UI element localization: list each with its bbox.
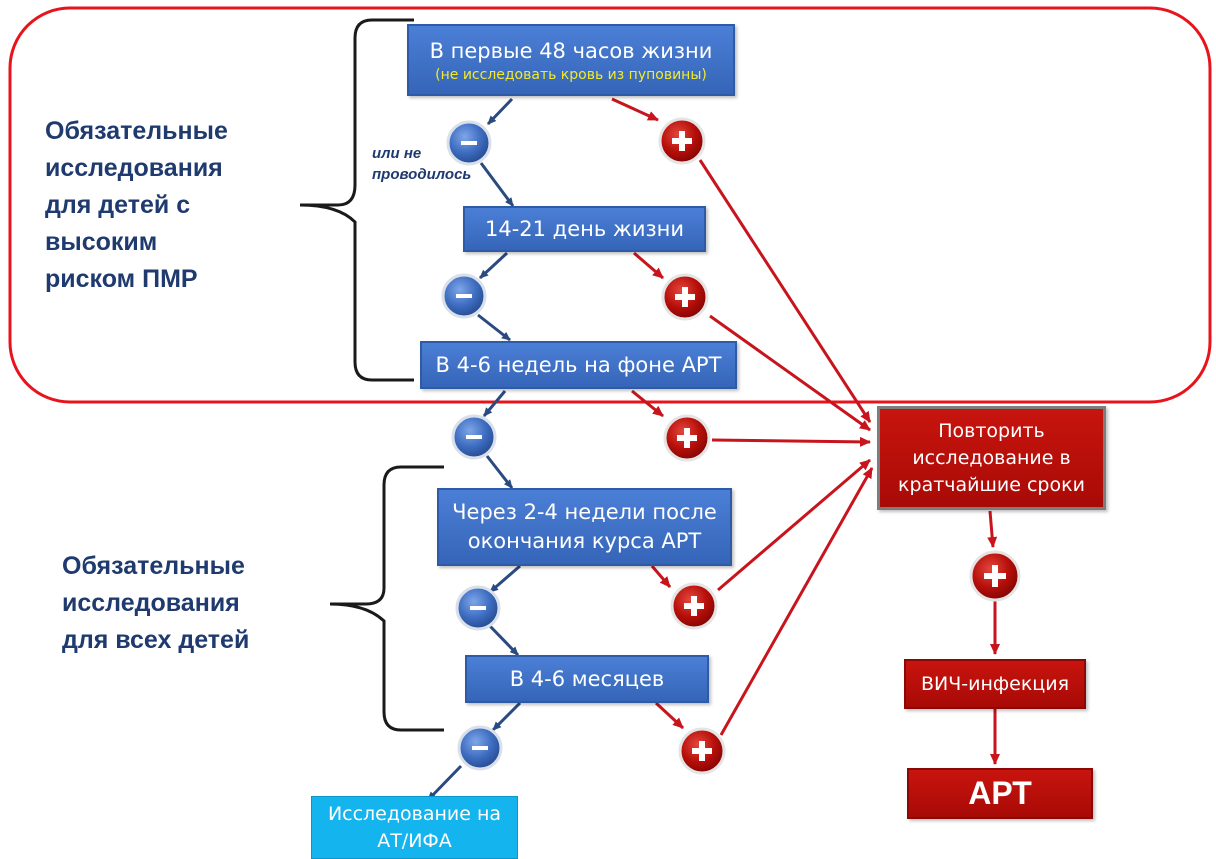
after-art-course-box: Через 2-4 недели после окончания курса А… (437, 488, 732, 566)
all-children-brace (329, 465, 444, 732)
minus-circle (451, 414, 497, 460)
hiv-infection-box: ВИЧ-инфекция (904, 659, 1086, 709)
all-children-label: Обязательные исследования для всех детей (62, 552, 250, 654)
antibody-test-box: Исследование на АТ/ИФА (311, 796, 518, 859)
weeks-4-6-box: В 4-6 недель на фоне АРТ (420, 341, 737, 389)
plus-circle (678, 727, 726, 775)
minus-circle (441, 273, 487, 319)
day-14-21-box: 14-21 день жизни (463, 206, 706, 252)
minus-circle (446, 120, 492, 166)
minus-circles (441, 120, 503, 771)
high-risk-label: Обязательные исследования для детей с вы… (45, 117, 228, 293)
not-performed-note: или не проводилось (372, 145, 472, 183)
minus-circle (455, 585, 501, 631)
months-4-6-box: В 4-6 месяцев (465, 655, 709, 703)
repeat-test-box: Повторить исследование в кратчайшие срок… (877, 406, 1106, 510)
minus-circle (457, 725, 503, 771)
art-box: АРТ (907, 768, 1093, 819)
first-48-hours-box: В первые 48 часов жизни (не исследовать … (407, 24, 735, 96)
negative-arrows (426, 97, 522, 802)
plus-circle (969, 550, 1021, 602)
first-48-hours-subtitle: (не исследовать кровь из пуповины) (435, 66, 707, 83)
positive-arrows (611, 97, 1000, 765)
plus-circle (663, 414, 711, 462)
plus-circle (661, 273, 709, 321)
high-risk-frame (8, 6, 1212, 404)
plus-circle (658, 117, 706, 165)
high-risk-brace (299, 18, 414, 382)
plus-circle (670, 582, 718, 630)
plus-circles (658, 117, 1021, 775)
first-48-hours-title: В первые 48 часов жизни (429, 38, 713, 63)
